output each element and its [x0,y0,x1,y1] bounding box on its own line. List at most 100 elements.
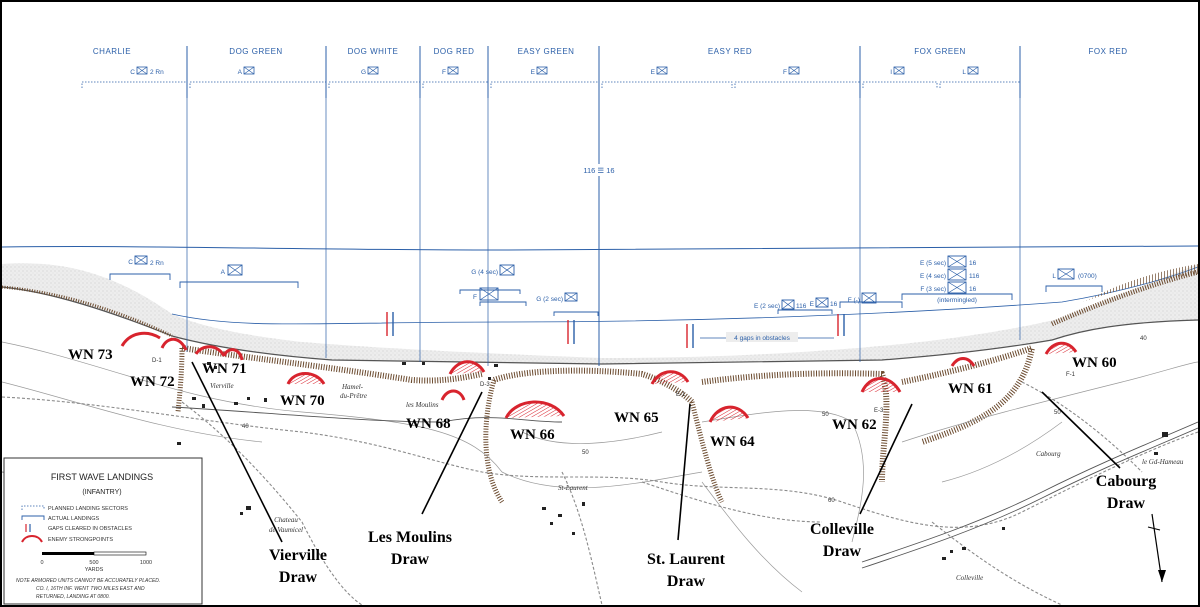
legend-item: ENEMY STRONGPOINTS [48,537,113,543]
svg-text:G (2 sec): G (2 sec) [536,296,563,303]
svg-text:A: A [221,269,226,276]
scale-bar: 0 500 1000 YARDS [40,551,152,573]
svg-text:L: L [1052,273,1056,280]
svg-text:0: 0 [40,560,43,566]
town-label: St-Laurent [558,484,589,492]
planned-unit: C 2 Rn [130,66,164,76]
shoreline [2,286,1198,365]
bluff-center [492,367,695,405]
legend-title: FIRST WAVE LANDINGS [51,472,153,482]
legend-subtitle: (INFANTRY) [82,489,121,496]
svg-text:G (4 sec): G (4 sec) [471,269,498,276]
wn-label: WN 72 [130,374,175,390]
town-label: Vierville [210,382,234,390]
exit-label: D-3 [480,382,490,388]
sector-labels: CHARLIE DOG GREEN DOG WHITE DOG RED EASY… [93,47,1127,56]
svg-text:C: C [128,259,133,266]
svg-text:F: F [783,69,787,76]
wn-label: WN 66 [510,427,555,443]
wn-label: WN 64 [710,434,755,450]
svg-text:E: E [531,69,536,76]
planned-unit: F [442,66,459,76]
svg-text:F (-): F (-) [848,297,860,304]
svg-text:2 Rn: 2 Rn [150,69,164,76]
planned-unit: E [651,66,668,76]
wn-label: WN 65 [614,410,659,426]
bluff-colleville [901,343,1036,445]
intermingled-label: (intermingled) [937,297,977,304]
buildings [177,362,1168,560]
planned-units: C 2 Rn A G F E E [130,66,979,76]
svg-text:G: G [361,69,366,76]
svg-text:A: A [238,69,243,76]
contour-lines [2,341,1198,593]
town-label: Chateau [274,516,298,524]
exit-labels: D-1 D-3 E-1 E-3 F-1 [152,358,1076,414]
svg-text:500: 500 [89,560,98,566]
svg-text:116: 116 [796,303,807,310]
legend: FIRST WAVE LANDINGS (INFANTRY) PLANNED L… [3,457,203,605]
draw-label: Cabourg [1096,473,1156,490]
planned-unit: I [890,66,905,76]
legend-item: GAPS CLEARED IN OBSTACLES [48,526,132,532]
sector-label: EASY GREEN [518,47,575,56]
draw-label: Vierville [269,547,327,564]
actual-unit: E (5 sec) 16 [920,255,977,268]
town-label: Colleville [956,574,983,582]
actual-unit: G (2 sec) [536,292,578,303]
svg-text:F (3 sec): F (3 sec) [920,286,946,293]
strongpoint-fills [288,343,1076,422]
actual-unit: E 16 [810,297,838,308]
actual-unit: C 2 Rn [128,255,164,267]
svg-text:50: 50 [582,450,589,456]
actual-unit: A [221,264,243,276]
svg-text:16: 16 [969,260,977,267]
actual-landing-brackets [109,273,1103,316]
draw-label: Draw [667,573,706,590]
actual-unit: F (3 sec) 16 [920,281,977,294]
wn-label: WN 61 [948,381,993,397]
planned-sector-brackets [81,81,1021,88]
strongpoint-wn71 [194,345,244,361]
town-label: le Gd-Hameau [1142,458,1184,466]
svg-text:E: E [651,69,656,76]
sector-label: CHARLIE [93,47,131,56]
svg-text:F: F [442,69,446,76]
north-arrow-icon [1147,513,1166,583]
legend-item: ACTUAL LANDINGS [48,516,99,522]
actual-unit: L (0700) [1052,268,1097,280]
draw-label: Draw [391,551,430,568]
town-label: Hamel- [341,383,364,391]
bluff-st-laurent-draw [689,401,725,504]
svg-text:E (5 sec): E (5 sec) [920,260,946,267]
draw-pointers [191,361,1121,543]
svg-text:C: C [130,69,135,76]
exit-label: F-1 [1066,372,1076,378]
svg-text:E: E [810,301,815,308]
western-cliffs [2,285,173,338]
high-water-line [2,245,1198,251]
svg-text:60: 60 [828,498,835,504]
draw-label: St. Laurent [647,551,726,568]
draw-label: Draw [1107,495,1146,512]
sector-label: FOX RED [1088,47,1127,56]
legend-note: RETURNED, LANDING AT 0800. [36,594,110,600]
eastern-dunes [1082,264,1198,302]
town-label: de Vaumicel [269,526,303,534]
actual-unit: G (4 sec) [471,264,515,276]
legend-item: PLANNED LANDING SECTORS [48,506,128,512]
strongpoint-wn68b [440,389,466,401]
svg-text:16: 16 [969,286,977,293]
bluff-west-draw [175,347,185,413]
draw-label: Draw [823,543,862,560]
svg-text:50: 50 [822,412,829,418]
sector-label: DOG RED [434,47,475,56]
wn-label: WN 70 [280,393,325,409]
draw-label: Colleville [810,521,874,538]
wn-label: WN 60 [1072,355,1117,371]
planned-unit: L [962,66,979,76]
svg-text:1000: 1000 [140,560,152,566]
bluff-east [701,370,890,483]
exit-label: D-1 [152,358,162,364]
